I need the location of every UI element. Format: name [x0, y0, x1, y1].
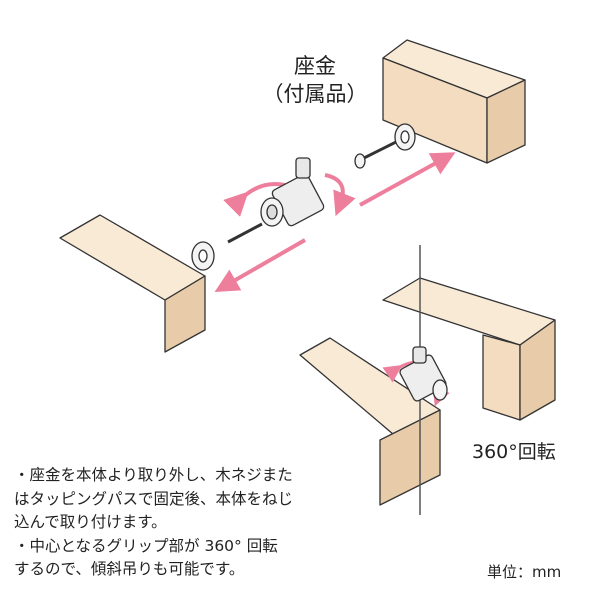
washer-label-line1: 座金: [294, 54, 336, 78]
wood-block-upper: [382, 39, 526, 164]
description: ・座金を本体より取り外し、木ネジまた はタッピングパスで固定後、本体をねじ 込ん…: [14, 464, 293, 582]
description-line: するので、傾斜吊りも可能です。: [14, 560, 245, 578]
description-line: ・座金を本体より取り外し、木ネジまた: [14, 466, 293, 484]
wood-block-left: [59, 214, 206, 353]
wood-block-ceiling: [382, 277, 556, 421]
rotation-label: 360°回転: [472, 441, 556, 463]
unit-label: 単位：mm: [487, 563, 562, 581]
fitting-parts: [191, 123, 448, 402]
washer-label: 座金 （付属品）: [260, 52, 370, 108]
description-line: はタッピングパスで固定後、本体をねじ: [14, 489, 294, 508]
wood-block-wall: [299, 337, 441, 506]
description-line: ・中心となるグリップ部が 360° 回転: [14, 536, 278, 555]
washer-label-line2: （付属品）: [262, 82, 368, 106]
description-line: 込んで取り付けます。: [14, 513, 167, 531]
